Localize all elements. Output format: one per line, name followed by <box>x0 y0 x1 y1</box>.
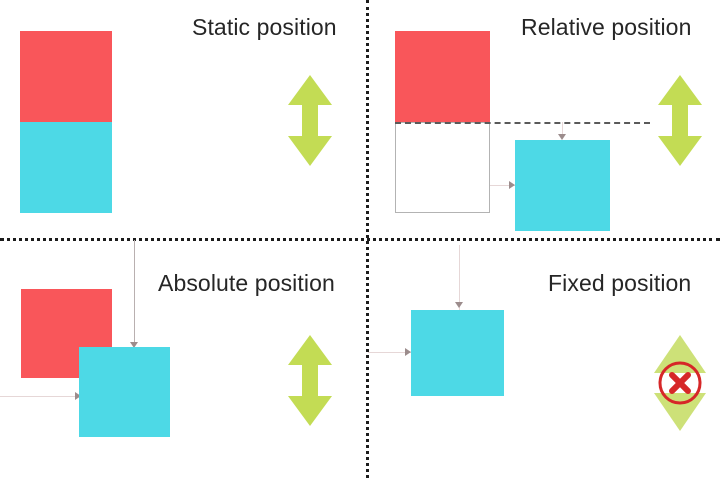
absolute-vertical-arrowhead-icon <box>130 342 138 348</box>
relative-original-outline-box <box>395 122 490 213</box>
no-scroll-double-arrow-icon <box>654 335 706 431</box>
relative-red-block <box>395 31 490 122</box>
relative-cyan-block <box>515 140 610 231</box>
static-cyan-block <box>20 122 112 213</box>
relative-horizontal-offset-connector <box>490 185 515 186</box>
fixed-cyan-block <box>411 310 504 396</box>
horizontal-divider <box>0 238 720 241</box>
absolute-cyan-block <box>79 347 170 437</box>
absolute-vertical-offset-connector <box>134 240 135 345</box>
quadrant-label-absolute: Absolute position <box>158 270 335 296</box>
relative-dashed-baseline <box>395 122 650 124</box>
absolute-horizontal-offset-connector <box>0 396 81 397</box>
relative-vertical-offset-connector <box>562 122 563 136</box>
fixed-horizontal-offset-connector <box>368 352 411 353</box>
absolute-horizontal-arrowhead-icon <box>75 392 81 400</box>
quadrant-label-fixed: Fixed position <box>548 270 692 296</box>
vertical-double-arrow-icon <box>658 75 702 166</box>
vertical-double-arrow-icon <box>288 335 332 426</box>
fixed-vertical-offset-connector <box>459 245 460 310</box>
relative-vertical-arrowhead-icon <box>558 134 566 140</box>
relative-horizontal-arrowhead-icon <box>509 181 515 189</box>
quadrant-label-relative: Relative position <box>521 14 692 40</box>
static-red-block <box>20 31 112 122</box>
fixed-horizontal-arrowhead-icon <box>405 348 411 356</box>
quadrant-label-static: Static position <box>192 14 337 40</box>
vertical-double-arrow-icon <box>288 75 332 166</box>
fixed-vertical-arrowhead-icon <box>455 302 463 308</box>
